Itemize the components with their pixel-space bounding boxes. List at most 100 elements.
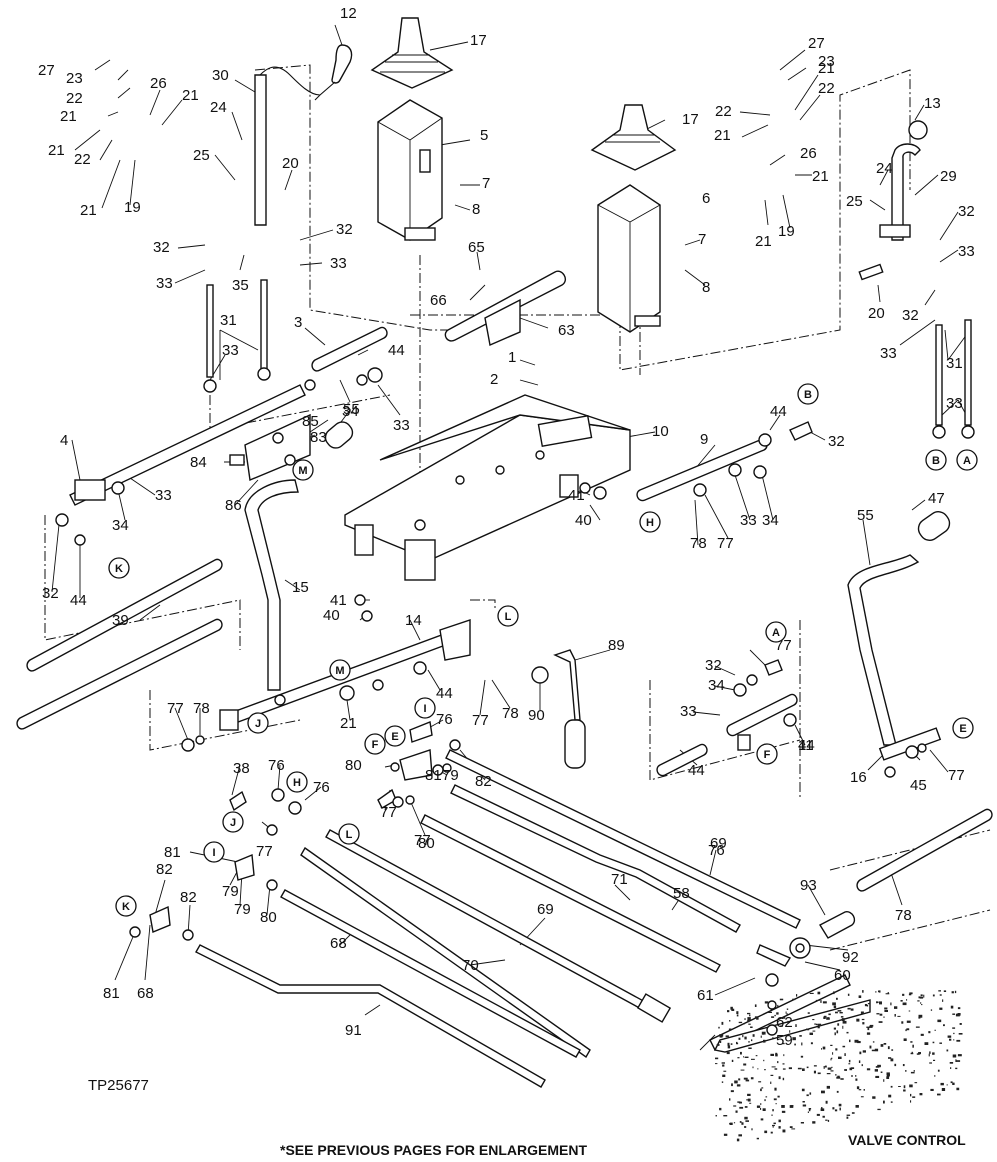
valve-stipple-dot [900, 1000, 903, 1002]
valve-stipple-dot [890, 1058, 894, 1062]
part-number-label: 12 [340, 5, 357, 22]
valve-stipple-dot [939, 994, 942, 996]
valve-stipple-dot [825, 1100, 828, 1104]
valve-stipple-dot [934, 1075, 936, 1077]
callout-ring [925, 449, 947, 471]
callout-circle: E [952, 717, 974, 739]
valve-stipple-dot [905, 1029, 907, 1032]
callout-circle: I [203, 841, 225, 863]
part-number-label: 77 [256, 843, 273, 860]
valve-stipple-dot [738, 1101, 742, 1104]
valve-stipple-dot [821, 1107, 823, 1110]
part-number-label: 79 [222, 883, 239, 900]
valve-stipple-dot [858, 1060, 861, 1063]
valve-stipple-dot [839, 1107, 841, 1111]
part-number-label: 77 [414, 832, 431, 849]
valve-stipple-dot [837, 1010, 842, 1012]
valve-stipple-dot [919, 997, 924, 999]
valve-stipple-dot [929, 1062, 932, 1064]
valve-stipple-dot [776, 1012, 779, 1015]
valve-stipple-dot [923, 994, 925, 998]
valve-stipple-dot [877, 1108, 881, 1111]
valve-stipple-dot [783, 1054, 785, 1057]
valve-stipple-dot [835, 1074, 837, 1076]
valve-stipple-dot [897, 1015, 901, 1017]
valve-stipple-dot [809, 1032, 813, 1035]
valve-stipple-dot [823, 1016, 826, 1019]
part-number-label: 31 [946, 355, 963, 372]
valve-stipple-dot [850, 1067, 855, 1069]
valve-stipple-dot [801, 1042, 803, 1046]
part-number-label: 82 [475, 773, 492, 790]
diagram-title: VALVE CONTROL [848, 1132, 966, 1148]
part-number-label: 8 [472, 201, 480, 218]
part-number-label: 22 [818, 80, 835, 97]
valve-stipple-dot [919, 1093, 923, 1096]
part-number-label: 44 [388, 342, 405, 359]
valve-stipple-dot [902, 1064, 905, 1067]
lever-part [847, 511, 951, 778]
valve-stipple-dot [830, 1070, 834, 1072]
valve-stipple-dot [808, 1108, 812, 1110]
callout-ring [292, 459, 314, 481]
valve-stipple-dot [958, 1033, 963, 1035]
valve-stipple-dot [836, 1030, 839, 1034]
part-number-label: 33 [880, 345, 897, 362]
valve-stipple-dot [842, 1045, 846, 1048]
leader-lines [51, 24, 971, 1051]
valve-stipple-dot [826, 1017, 830, 1020]
valve-stipple-dot [833, 1027, 836, 1030]
figure-id: TP25677 [88, 1077, 149, 1094]
valve-stipple-dot [930, 1088, 934, 1091]
part-number-label: 68 [330, 935, 347, 952]
valve-stipple-dot [858, 1089, 862, 1091]
valve-stipple-dot [949, 1062, 954, 1064]
part-number-label: 41 [568, 487, 585, 504]
callout-circle: J [247, 712, 269, 734]
part-number-label: 6 [702, 190, 710, 207]
valve-stipple-dot [782, 1042, 785, 1045]
valve-stipple-dot [773, 1098, 777, 1101]
callout-circle: B [797, 383, 819, 405]
valve-stipple-dot [721, 1081, 724, 1083]
valve-stipple-dot [903, 1038, 907, 1041]
valve-stipple-dot [848, 1059, 851, 1063]
part-number-label: 60 [834, 967, 851, 984]
part-number-label: 85 [302, 413, 319, 430]
valve-stipple-dot [721, 1062, 725, 1064]
valve-stipple-dot [731, 1059, 734, 1062]
valve-stipple-dot [949, 1038, 952, 1041]
valve-stipple-dot [887, 1046, 890, 1050]
valve-stipple-dot [760, 1035, 762, 1038]
valve-stipple-dot [957, 1007, 961, 1010]
valve-stipple-dot [830, 1058, 832, 1061]
valve-stipple-dot [846, 1114, 851, 1116]
valve-stipple-dot [849, 1067, 853, 1071]
valve-stipple-dot [859, 1051, 862, 1055]
valve-stipple-dot [749, 1014, 751, 1017]
valve-stipple-dot [937, 1019, 942, 1023]
valve-stipple-dot [725, 1035, 729, 1038]
part-number-label: 22 [66, 90, 83, 107]
callout-ring [765, 621, 787, 643]
valve-stipple-dot [855, 1075, 857, 1077]
part-number-label: 33 [330, 255, 347, 272]
valve-stipple-dot [872, 1041, 875, 1043]
valve-stipple-dot [832, 1002, 836, 1006]
part-number-label: 78 [895, 907, 912, 924]
valve-stipple-dot [836, 997, 838, 1000]
valve-stipple-dot [777, 1061, 779, 1064]
knob-part [908, 120, 928, 140]
callout-circle: K [115, 895, 137, 917]
valve-stipple-dot [851, 1112, 855, 1114]
valve-stipple-dot [884, 1010, 888, 1012]
valve-stipple-dot [747, 1017, 751, 1020]
knob-part [254, 44, 353, 226]
valve-stipple-dot [812, 1121, 816, 1124]
valve-stipple-dot [910, 1100, 912, 1103]
valve-stipple-dot [734, 1080, 738, 1084]
valve-stipple-dot [761, 1087, 764, 1089]
part-number-label: 90 [528, 707, 545, 724]
valve-stipple-dot [902, 1002, 907, 1006]
valve-stipple-dot [950, 1081, 953, 1084]
